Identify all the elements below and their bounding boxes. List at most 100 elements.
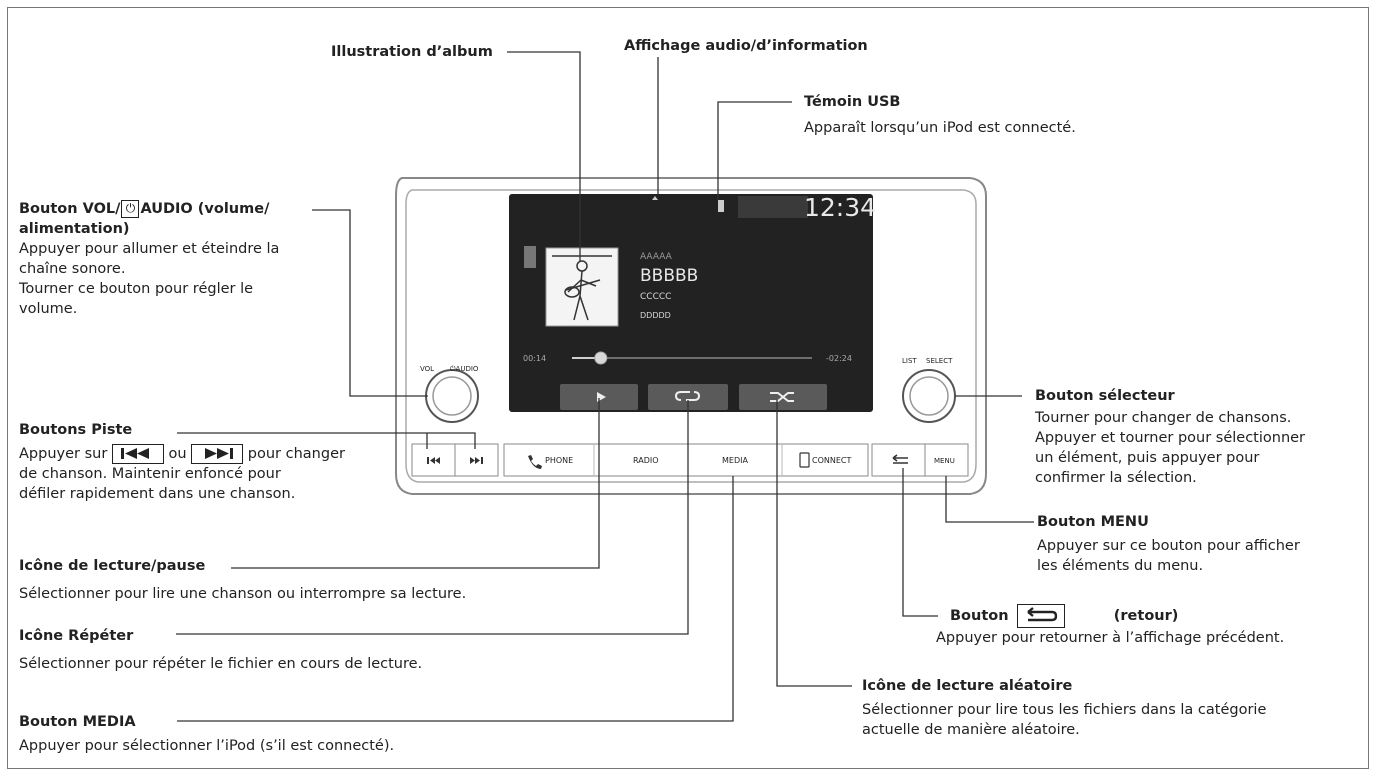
menu-desc-2: les éléments du menu.: [1037, 558, 1204, 574]
play-annotation: Icône de lecture/pause Sélectionner pour…: [19, 556, 466, 604]
selector-desc-3: un élément, puis appuyer pour: [1035, 450, 1260, 466]
phone-button[interactable]: PHONE: [545, 456, 574, 465]
screen-line-1: AAAAA: [640, 252, 672, 262]
album-art-icon: [545, 247, 619, 327]
status-strip: [738, 196, 808, 218]
connect-button[interactable]: CONNECT: [812, 456, 852, 465]
track-desc-1: de chanson. Maintenir enfoncé pour: [19, 466, 281, 482]
smartphone-icon: [799, 452, 810, 468]
menu-annotation: Bouton MENU Appuyer sur ce bouton pour a…: [1037, 512, 1300, 576]
selector-desc-2: Appuyer et tourner pour sélectionner: [1035, 430, 1306, 446]
shuffle-icon: [770, 392, 794, 402]
vol-desc-3: Tourner ce bouton pour régler le: [19, 281, 254, 297]
leader-album-art: [507, 51, 581, 262]
volume-knob-inner: [432, 376, 472, 416]
track-annotation: Boutons Piste Appuyer sur ou pour change…: [19, 420, 345, 504]
leader-media: [177, 476, 734, 722]
usb-desc: Apparaît lorsqu’un iPod est connecté.: [804, 120, 1076, 136]
repeat-button[interactable]: [648, 384, 728, 410]
vol-annotation: Bouton VOL/⏻AUDIO (volume/ alimentation)…: [19, 199, 279, 319]
track-desc-a: Appuyer sur: [19, 446, 108, 462]
track-prev-icon: [427, 457, 440, 464]
menu-title: Bouton MENU: [1037, 514, 1149, 530]
audio-display-label: Affichage audio/d’information: [624, 38, 868, 54]
power-icon: ⏻: [121, 200, 140, 218]
media-annotation: Bouton MEDIA Appuyer pour sélectionner l…: [19, 712, 394, 756]
vol-desc-2: chaîne sonore.: [19, 261, 126, 277]
elapsed-time: 00:14: [523, 354, 547, 363]
progress-knob[interactable]: [594, 351, 608, 365]
diagram-frame: [7, 7, 1369, 769]
repeat-icon: [674, 391, 701, 401]
back-icon: [1017, 604, 1066, 628]
vol-title-c: alimentation): [19, 221, 130, 237]
usb-side-icon: [524, 246, 536, 268]
leader-shuffle: [776, 400, 852, 687]
leader-vol: [312, 209, 428, 397]
back-title: Bouton: [950, 608, 1009, 624]
source-button-row: [503, 443, 869, 477]
leader-back: [902, 468, 938, 617]
back-menu-group: [871, 443, 969, 477]
album-art-label: Illustration d’album: [331, 44, 493, 60]
play-title: Icône de lecture/pause: [19, 558, 206, 574]
track-desc-b: ou: [168, 446, 187, 462]
back-arrow-icon: [892, 454, 908, 464]
screen-line-4: DDDDD: [640, 311, 671, 320]
repeat-desc: Sélectionner pour répéter le fichier en …: [19, 656, 423, 672]
track-title: Boutons Piste: [19, 422, 133, 438]
screen-line-3: CCCCC: [640, 292, 672, 302]
usb-annotation: Témoin USB Apparaît lorsqu’un iPod est c…: [804, 92, 1076, 138]
select-label: SELECT: [926, 357, 953, 365]
leader-play: [231, 398, 600, 569]
skip-forward-icon: [191, 444, 244, 464]
leader-track: [177, 432, 476, 449]
media-title: Bouton MEDIA: [19, 714, 136, 730]
audio-label: AUDIO: [455, 365, 479, 373]
shuffle-desc-2: actuelle de manière aléatoire.: [862, 722, 1080, 738]
usb-title: Témoin USB: [804, 94, 901, 110]
selector-knob-inner: [909, 376, 949, 416]
selector-title: Bouton sélecteur: [1035, 388, 1175, 404]
leader-repeat: [176, 400, 689, 635]
clock-display: 12:34: [804, 193, 877, 222]
guitarist-illustration-icon: [552, 255, 612, 321]
leader-menu: [945, 476, 1034, 523]
play-desc: Sélectionner pour lire une chanson ou in…: [19, 586, 467, 602]
phone-icon: [528, 455, 542, 469]
back-suffix: (retour): [1113, 608, 1179, 624]
selector-desc-1: Tourner pour changer de chansons.: [1035, 410, 1292, 426]
shuffle-annotation: Icône de lecture aléatoire Sélectionner …: [862, 676, 1266, 740]
remaining-time: -02:24: [826, 354, 852, 363]
list-label: LIST: [902, 357, 917, 365]
repeat-title: Icône Répéter: [19, 628, 134, 644]
shuffle-title: Icône de lecture aléatoire: [862, 678, 1073, 694]
back-desc: Appuyer pour retourner à l’affichage pré…: [936, 630, 1285, 646]
media-desc: Appuyer pour sélectionner l’iPod (s’il e…: [19, 738, 395, 754]
head-unit: [395, 177, 987, 495]
selector-desc-4: confirmer la sélection.: [1035, 470, 1197, 486]
leader-usb: [717, 101, 792, 200]
track-desc-c: pour changer: [247, 446, 345, 462]
skip-back-icon: [111, 444, 164, 464]
menu-button[interactable]: MENU: [934, 457, 955, 465]
vol-desc-4: volume.: [19, 301, 78, 317]
vol-desc-1: Appuyer pour allumer et éteindre la: [19, 241, 280, 257]
vol-label: VOL: [420, 365, 435, 373]
repeat-annotation: Icône Répéter Sélectionner pour répéter …: [19, 626, 422, 674]
audio-label-wrap: ⏻AUDIO: [450, 365, 479, 373]
track-desc-2: défiler rapidement dans une chanson.: [19, 486, 296, 502]
vol-title-b: AUDIO (volume/: [140, 201, 270, 217]
shuffle-desc-1: Sélectionner pour lire tous les fichiers…: [862, 702, 1267, 718]
radio-button[interactable]: RADIO: [633, 456, 659, 465]
back-annotation: Bouton (retour) Appuyer pour retourner à…: [936, 604, 1284, 648]
leader-lines: [176, 51, 1034, 722]
screen-line-2: BBBBB: [640, 266, 699, 286]
track-next-icon: [470, 457, 483, 464]
media-button[interactable]: MEDIA: [722, 456, 748, 465]
usb-indicator-icon: [718, 200, 724, 212]
menu-desc-1: Appuyer sur ce bouton pour afficher: [1037, 538, 1300, 554]
selector-annotation: Bouton sélecteur Tourner pour changer de…: [1035, 386, 1305, 488]
vol-title-a: Bouton VOL/: [19, 201, 121, 217]
